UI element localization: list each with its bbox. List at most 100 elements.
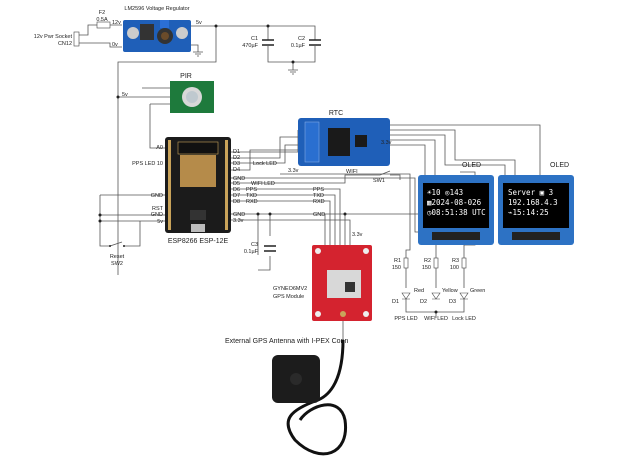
gps-label: GYNEO6MV2 — [273, 286, 307, 292]
led2-color: Yellow — [442, 288, 458, 294]
led1-net: PPS LED — [394, 316, 417, 322]
gps-net-labels: PPS TXD RXD GND 3.3v — [313, 187, 363, 238]
ground-icon — [288, 69, 298, 75]
resistors — [403, 257, 467, 269]
svg-text:GND: GND — [233, 176, 245, 182]
oled2-line-3: ⌁15:14:25 — [508, 208, 549, 217]
svg-text:RXD: RXD — [313, 199, 325, 205]
regulator-title: LM2596 Voltage Regulator — [124, 6, 189, 12]
esp8266-board — [165, 137, 231, 233]
led-diodes — [401, 292, 469, 300]
oled2-line-2: 192.168.4.3 — [508, 198, 558, 207]
reset-switch-label: Reset — [110, 254, 125, 260]
c1-value: 470µF — [242, 43, 258, 49]
c1-ref: C1 — [251, 36, 258, 42]
svg-text:D1: D1 — [233, 149, 240, 155]
gps-sublabel: GPS Module — [273, 294, 304, 300]
r3-ref: R3 — [452, 258, 459, 264]
svg-text:PPS: PPS — [313, 187, 324, 193]
svg-text:3.3v: 3.3v — [233, 218, 244, 224]
svg-text:3.3v: 3.3v — [352, 232, 363, 238]
fuse-value: 0.5A — [96, 17, 108, 23]
oled1-line-3: ◷08:51:38 UTC — [427, 208, 486, 217]
esp-pin-a0: A0 — [156, 145, 163, 151]
capacitor-c1 — [262, 39, 274, 46]
svg-text:D4: D4 — [233, 167, 240, 173]
oled-display-2 — [498, 175, 574, 245]
wifi-switch-sw1 — [379, 170, 391, 176]
antenna-label: External GPS Antenna with I-PEX Conn — [225, 338, 348, 345]
wifi-switch-ref: SW1 — [373, 178, 385, 184]
esp-label: ESP8266 ESP-12E — [168, 238, 229, 245]
rtc-label: RTC — [329, 110, 343, 117]
svg-text:D5: D5 — [233, 181, 240, 187]
svg-text:PPS: PPS — [246, 187, 257, 193]
regulator-out-label: 5v — [196, 20, 202, 26]
fuse-ref: F2 — [99, 10, 105, 16]
esp-pin-gnd: GND — [151, 193, 163, 199]
c2-value: 0.1µF — [291, 43, 306, 49]
r3-value: 100 — [450, 265, 459, 271]
svg-text:D8: D8 — [233, 199, 240, 205]
reset-switch-ref: SW2 — [111, 261, 123, 267]
svg-text:TXD: TXD — [246, 193, 257, 199]
svg-text:D2: D2 — [233, 155, 240, 161]
fuse — [96, 21, 111, 29]
led3-ref: D3 — [449, 299, 456, 305]
oled2-line-1: Server ▣ 3 — [508, 188, 553, 197]
svg-text:WIFI LED: WIFI LED — [251, 181, 275, 187]
regulator-gnd-label: 0v — [112, 42, 118, 48]
rtc-supply-label: 3.3v — [381, 140, 392, 146]
capacitor-c3 — [264, 245, 276, 252]
regulator-in-label: 12v — [112, 20, 121, 26]
oled2-label: OLED — [550, 162, 569, 169]
ground-icon — [193, 51, 203, 57]
r2-ref: R2 — [424, 258, 431, 264]
r1-value: 150 — [392, 265, 401, 271]
esp-pin-pps-led: PPS LED 10 — [132, 161, 163, 167]
c3-value: 0.1µF — [244, 249, 259, 255]
oled-display-1 — [418, 175, 494, 245]
oled1-line-1: ☀10 ◎143 — [427, 188, 463, 197]
pir-label: PIR — [180, 73, 192, 80]
esp-pin-5v: 5v — [157, 219, 163, 225]
r1-ref: R1 — [394, 258, 401, 264]
power-socket-label: 12v Pwr Socket — [34, 34, 73, 40]
oled1-label: OLED — [462, 162, 481, 169]
r2-value: 150 — [422, 265, 431, 271]
svg-text:RXD: RXD — [246, 199, 258, 205]
rtc-module-board — [298, 118, 390, 166]
led3-color: Green — [470, 288, 485, 294]
capacitor-c2 — [309, 39, 321, 46]
esp-right-pins: D1 D2 D3 D4 GND D5 D6 D7 D8 GND 3.3v — [233, 149, 245, 224]
wifi-switch-label: WIFI — [346, 169, 358, 175]
svg-text:D6: D6 — [233, 187, 240, 193]
led1-ref: D1 — [392, 299, 399, 305]
esp-pin-rst: RST — [152, 206, 164, 212]
reset-switch-sw2 — [109, 241, 125, 247]
esp-pin-gnd: GND — [151, 212, 163, 218]
pir-supply-label: 5v — [122, 92, 128, 98]
led3-net: Lock LED — [452, 316, 476, 322]
led2-ref: D2 — [420, 299, 427, 305]
pir-sensor-board — [170, 81, 214, 113]
c2-ref: C2 — [298, 36, 305, 42]
svg-text:D7: D7 — [233, 193, 240, 199]
esp-net-labels: Lock LED WIFI LED PPS TXD RXD — [246, 161, 277, 205]
power-socket-ref: CN12 — [58, 41, 72, 47]
svg-text:GND: GND — [233, 212, 245, 218]
c3-ref: C3 — [251, 242, 258, 248]
power-socket — [73, 31, 80, 47]
svg-text:D3: D3 — [233, 161, 240, 167]
oled1-line-2: ▦2024-08-026 — [427, 198, 482, 207]
led1-color: Red — [414, 288, 424, 294]
net-3v3-label: 3.3v — [288, 168, 299, 174]
junctions — [98, 24, 438, 314]
gps-module-board — [312, 245, 372, 321]
svg-text:TXD: TXD — [313, 193, 324, 199]
svg-text:Lock LED: Lock LED — [253, 161, 277, 167]
svg-text:GND: GND — [313, 212, 325, 218]
led2-net: WIFI LED — [424, 316, 448, 322]
lm2596-regulator-board — [123, 20, 191, 52]
